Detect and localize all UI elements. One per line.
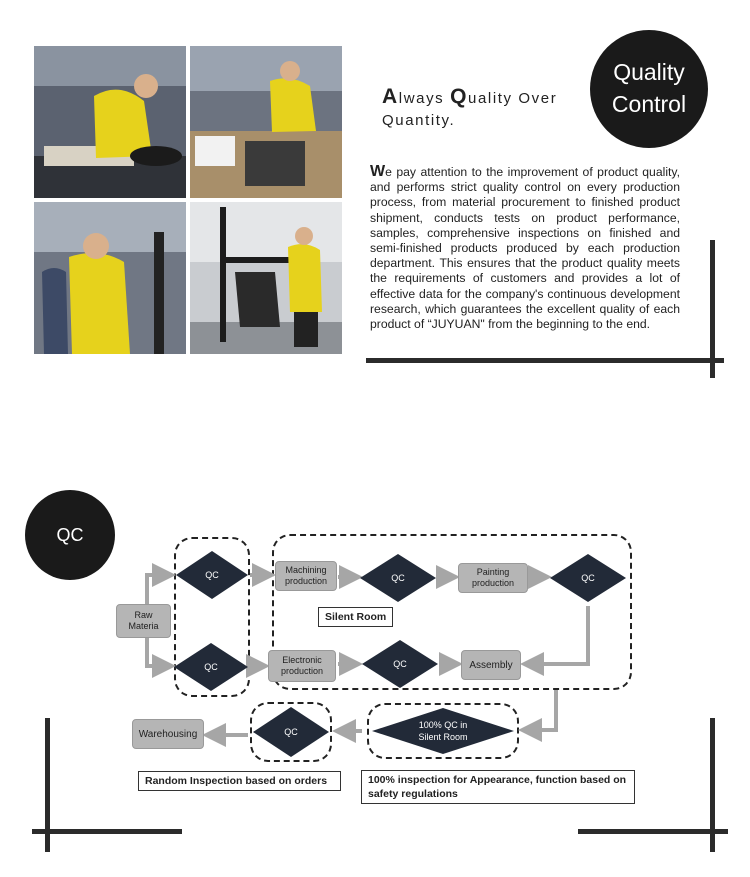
qc-diamond-top-label: QC — [205, 570, 219, 580]
decor-bar-bottom-left-vertical — [45, 718, 50, 852]
qc-diamond-silent-room-label: 100% QC in Silent Room — [418, 720, 468, 742]
photo-worker-measuring-equipment — [34, 202, 186, 354]
assembly-box: Assembly — [461, 650, 521, 680]
qc-diamond-bottom-label: QC — [204, 662, 218, 672]
dashed-group-production — [272, 534, 632, 690]
decor-bar-bottom-left-horizontal — [32, 829, 182, 834]
decor-bar-bottom-right-vertical — [710, 718, 715, 852]
qc-diamond-final-label: QC — [284, 727, 298, 737]
decor-bar-horizontal-top — [366, 358, 724, 363]
headline-cap-q: Q — [450, 85, 468, 108]
photo-worker-checking-box — [190, 46, 342, 198]
dashed-group-final-qc — [250, 702, 332, 762]
decor-bar-vertical-top — [710, 240, 715, 378]
headline-slogan: Always Quality Over Quantity. — [382, 86, 582, 132]
qc-diamond-painting-label: QC — [581, 573, 595, 583]
badge-line-control: Control — [611, 91, 687, 117]
electronic-production-box: Electronic production — [268, 650, 336, 682]
description-text: e pay attention to the improvement of pr… — [370, 165, 680, 332]
qc-diamond-bottom: QC — [174, 643, 248, 691]
decor-bar-bottom-right-horizontal — [578, 829, 728, 834]
qc-diamond-machining-label: QC — [391, 573, 405, 583]
qc-diamond-painting: QC — [550, 554, 626, 602]
headline-word-quality: uality — [468, 90, 513, 107]
badge-line-quality: Quality — [613, 59, 685, 85]
silent-room-label: Silent Room — [318, 607, 394, 627]
headline-word-always: lways — [398, 90, 445, 107]
painting-production-box: Painting production — [458, 563, 528, 593]
headline-cap-a: A — [382, 85, 399, 108]
photo-worker-testing-gym-machine — [190, 202, 342, 354]
dashed-group-initial-qc — [174, 537, 250, 697]
qc-diamond-top: QC — [176, 551, 248, 599]
headline-word-quantity: Quantity. — [382, 112, 456, 129]
full-inspection-note: 100% inspection for Appearance, function… — [361, 770, 635, 804]
raw-material-box: Raw Materia — [116, 604, 171, 638]
qc-diamond-final: QC — [253, 707, 329, 757]
qc-diamond-electronic: QC — [362, 640, 438, 688]
random-inspection-note: Random Inspection based on orders — [138, 771, 341, 791]
qc-section-badge: QC — [25, 490, 115, 580]
headline-word-over: Over — [518, 90, 558, 107]
photo-worker-inspecting-part — [34, 46, 186, 198]
quality-control-badge: Quality Control — [590, 30, 708, 148]
qc-section-title: QC — [56, 524, 84, 545]
description-dropcap: W — [370, 163, 386, 180]
warehousing-box: Warehousing — [132, 719, 204, 749]
qc-diamond-electronic-label: QC — [393, 659, 407, 669]
qc-diamond-silent-room: 100% QC in Silent Room — [372, 708, 514, 754]
quality-description: We pay attention to the improvement of p… — [370, 164, 680, 332]
machining-production-box: Machining production — [275, 561, 337, 591]
qc-diamond-machining: QC — [360, 554, 436, 602]
